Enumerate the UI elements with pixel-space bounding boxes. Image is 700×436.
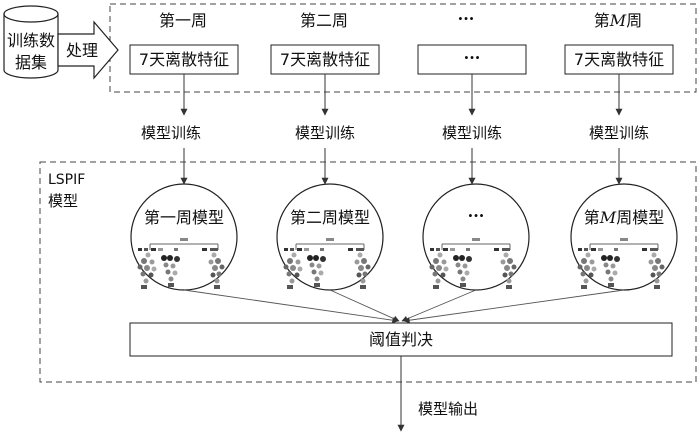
lspif-label-line1: LSPIF — [48, 172, 85, 188]
model-label-ellipsis: ··· — [468, 206, 485, 225]
training-label-1: 模型训练 — [141, 124, 201, 142]
feature-box-ellipsis — [417, 44, 527, 75]
output-label: 模型输出 — [418, 400, 478, 418]
week-title-m: 第M周 — [594, 11, 642, 30]
feature-box-2-label: 7天离散特征 — [280, 50, 370, 69]
process-label: 处理 — [66, 41, 98, 60]
arrow-model-1 — [183, 289, 399, 324]
arrow-model-2 — [329, 289, 400, 322]
model-label-m: 第M周模型 — [584, 208, 664, 227]
training-label-2: 模型训练 — [295, 124, 355, 142]
training-label-4: 模型训练 — [589, 124, 649, 142]
feature-box-ellipsis-label: ··· — [464, 48, 481, 67]
lspif-label-line2: 模型 — [48, 192, 78, 210]
feature-box-1-label: 7天离散特征 — [139, 50, 229, 69]
week-title-ellipsis: ··· — [458, 9, 475, 28]
process-arrow — [57, 20, 119, 80]
model-label-2: 第二周模型 — [290, 208, 370, 227]
arrow-model-3 — [401, 289, 477, 322]
dataset-label-line1: 训练数 — [7, 31, 55, 50]
feature-box-m-label: 7天离散特征 — [574, 50, 664, 69]
decision-label: 阈值判决 — [369, 330, 433, 349]
arrow-model-4 — [403, 289, 625, 324]
model-label-1: 第一周模型 — [144, 208, 224, 227]
decision-box — [129, 322, 673, 357]
training-label-3: 模型训练 — [442, 124, 502, 142]
dataset-label-line2: 据集 — [15, 53, 47, 72]
week-title-2: 第二周 — [300, 11, 348, 30]
lspif-region — [39, 161, 697, 383]
dataset-icon — [3, 5, 59, 79]
feature-box-m — [564, 44, 674, 75]
feature-box-2 — [270, 44, 380, 75]
week-title-1: 第一周 — [159, 11, 207, 30]
